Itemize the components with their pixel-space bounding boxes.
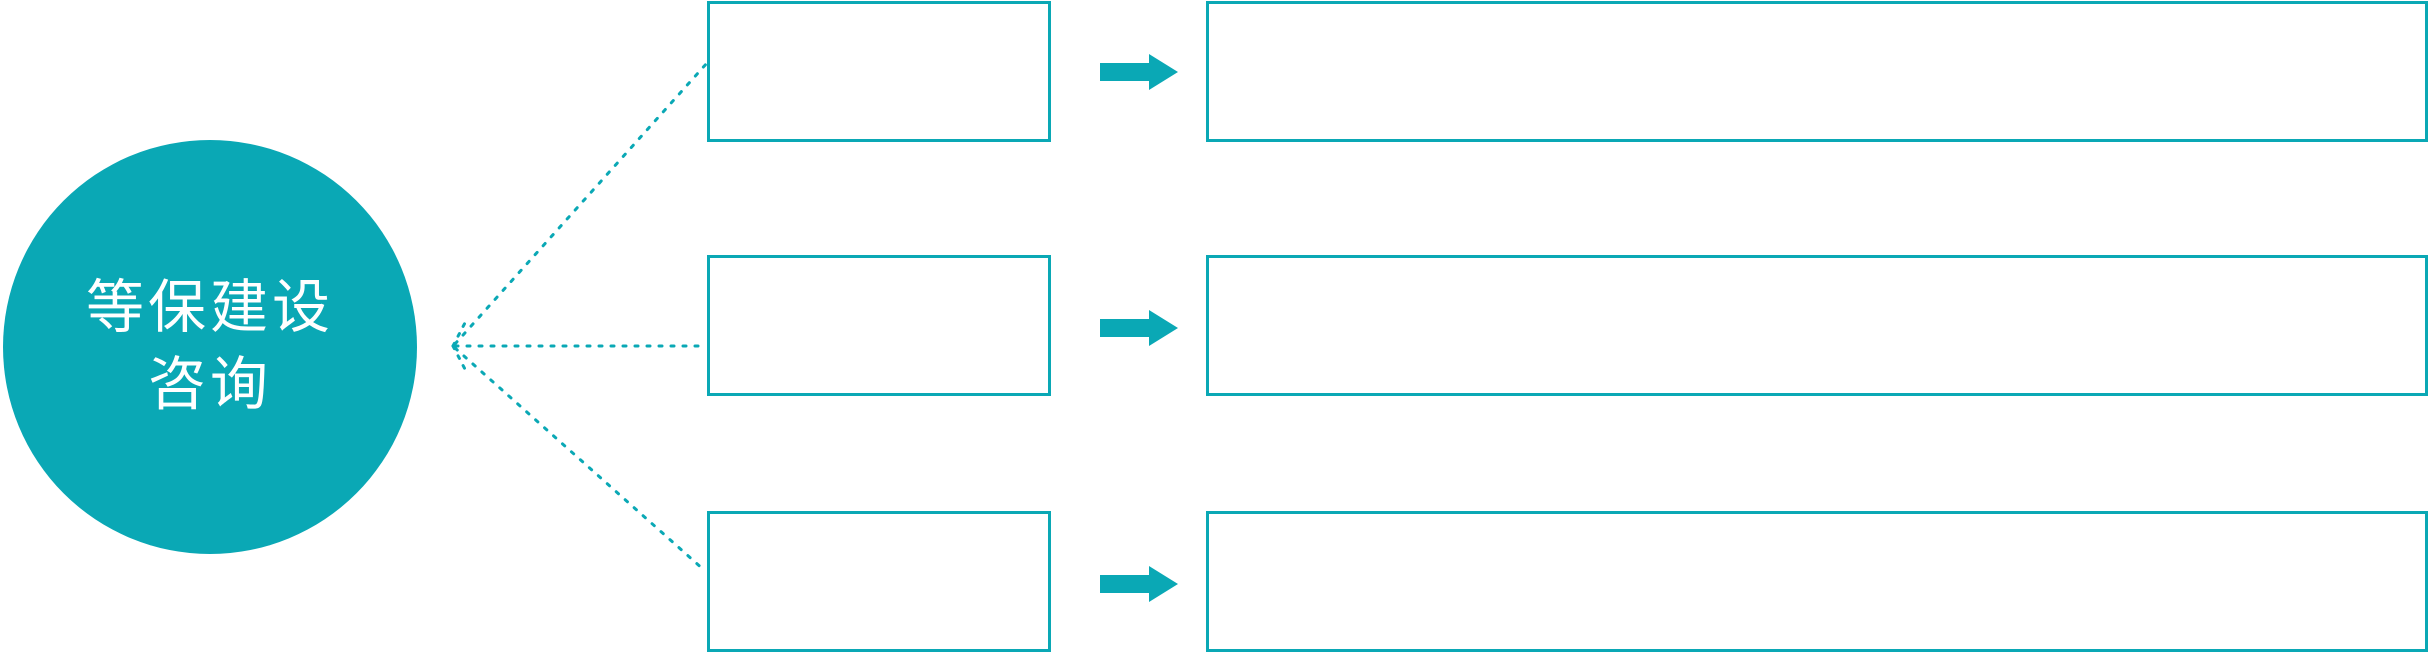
arrowhead-barb-lower-icon [451,344,470,377]
category-box-row3-text [710,514,1048,649]
arrow-right-icon-row1 [1100,54,1178,90]
detail-box-row3-text [1209,514,2425,649]
category-box-row1-text [710,4,1048,139]
category-box-row1 [707,1,1051,142]
detail-box-row3 [1206,511,2428,652]
detail-box-row2 [1206,255,2428,396]
category-box-row3 [707,511,1051,652]
detail-box-row2-text [1209,258,2425,393]
arrow-right-icon-row3 [1100,566,1178,602]
category-box-row2 [707,255,1051,396]
detail-box-row1-text [1209,4,2425,139]
category-box-row2-text [710,258,1048,393]
dotted-connector-top [453,61,709,346]
hub-label-line1: 等保建设 [85,275,334,341]
hub-circle: 等保建设 咨询 [3,140,417,554]
dotted-connector-bottom [453,346,706,572]
arrow-right-icon-row2 [1100,310,1178,346]
hub-label-line2: 咨询 [147,352,272,417]
detail-box-row1 [1206,1,2428,142]
